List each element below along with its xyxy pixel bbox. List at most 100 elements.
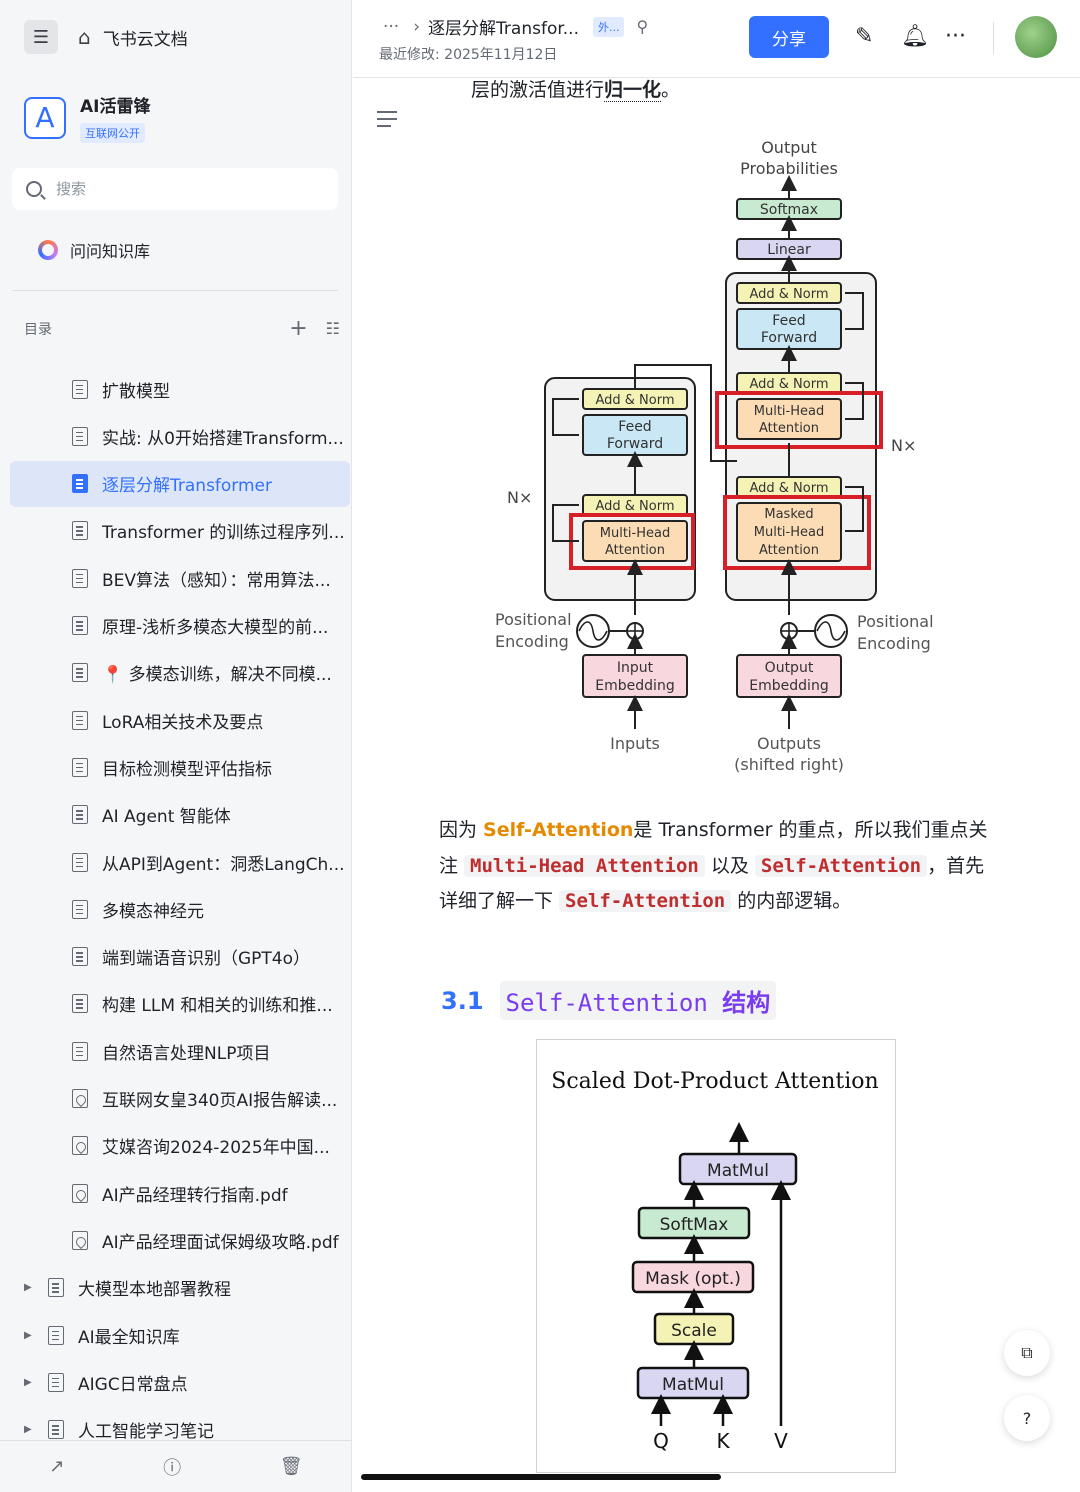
encoder-mha-line2: Attention (605, 543, 665, 558)
collapse-sidebar-icon[interactable]: ☰ (24, 20, 58, 54)
home-icon[interactable]: ⌂ (78, 25, 91, 49)
encoder-addnorm-1-label: Add & Norm (595, 499, 674, 514)
masked-line3: Attention (759, 543, 819, 558)
doc-file-icon (72, 474, 88, 494)
space-badge: 互联网公开 (80, 123, 145, 143)
sidebar-item[interactable]: 互联网女皇340页AI报告解读... (10, 1076, 350, 1122)
outputs-line1: Outputs (757, 734, 821, 753)
pin-icon[interactable]: ⚲ (636, 17, 649, 36)
decoder-mha (736, 398, 842, 440)
sidebar-item[interactable]: AI Agent 智能体 (10, 792, 350, 838)
sidebar-item[interactable]: 端到端语音识别（GPT4o） (10, 934, 350, 980)
sidebar-item[interactable]: 逐层分解Transformer (10, 460, 350, 507)
help-icon[interactable]: ? (1004, 1395, 1050, 1441)
sidebar-divider (12, 290, 338, 291)
doc-file-icon (72, 899, 88, 919)
encoder-ff-line1: Feed (618, 419, 651, 435)
space-logo: A (24, 96, 66, 139)
share-button[interactable]: 分享 (749, 16, 829, 58)
breadcrumb-more[interactable]: ··· (383, 16, 400, 37)
sidebar-item[interactable]: 📍 多模态训练，解决不同模... (10, 650, 350, 696)
edit-icon[interactable]: ✎ (855, 24, 874, 49)
space-header[interactable]: A AI活雷锋 互联网公开 (24, 92, 150, 143)
encoder-posenc-line2: Encoding (495, 632, 569, 651)
info-icon[interactable]: ⓘ (163, 1457, 182, 1479)
sdpa-scale-label: Scale (671, 1321, 717, 1341)
external-badge[interactable]: 外... (592, 16, 625, 37)
knowledge-base-button[interactable]: 问问知识库 (26, 238, 150, 262)
outline-icon[interactable] (377, 111, 397, 127)
sdpa-matmul-bottom-label: MatMul (662, 1375, 724, 1395)
add-icon[interactable]: + (289, 316, 308, 341)
bell-icon[interactable]: 🔔︎ (901, 24, 929, 49)
inputs-label: Inputs (610, 734, 660, 753)
list-view-icon[interactable]: ☷ (325, 319, 340, 338)
doc-content: 层的激活值进行归一化。 Output Probabilities Softmax… (353, 79, 1080, 1492)
sidebar-folder[interactable]: ▶人工智能学习笔记 (10, 1407, 350, 1453)
search-icon (26, 181, 42, 197)
decoder-ff-line2: Forward (761, 330, 817, 346)
sidebar-folder[interactable]: ▶大模型本地部署教程 (10, 1265, 350, 1311)
search-input[interactable] (56, 180, 296, 198)
sidebar-item-label: 端到端语音识别（GPT4o） (102, 949, 311, 970)
trash-icon[interactable]: 🗑 (279, 1456, 303, 1477)
sidebar-item-label: 从API到Agent：洞悉LangCh... (102, 854, 345, 875)
term-normalization[interactable]: 归一化 (604, 79, 662, 102)
doc-file-icon (48, 1372, 64, 1392)
sidebar-item[interactable]: 目标检测模型评估指标 (10, 744, 350, 790)
sidebar-item[interactable]: BEV算法（感知）：常用算法... (10, 555, 350, 601)
sidebar-item[interactable]: Transformer 的训练过程序列... (10, 508, 350, 554)
encoder-posenc-line1: Positional (495, 610, 572, 629)
sidebar-item-label: BEV算法（感知）：常用算法... (102, 570, 331, 591)
copy-link-icon[interactable]: ⧉ (1004, 1330, 1050, 1376)
doc-title[interactable]: 逐层分解Transfor... (428, 19, 579, 39)
main-area: ··· › 逐层分解Transfor... 外... ⚲ 最近修改: 2025年… (353, 0, 1080, 1492)
sdpa-k-label: K (716, 1429, 730, 1453)
expand-caret-icon[interactable]: ▶ (24, 1329, 32, 1341)
sidebar: ☰ ⌂ 飞书云文档 A AI活雷锋 互联网公开 问问知识库 目录 + ☷ 扩散模… (0, 0, 352, 1492)
header-divider (993, 22, 994, 54)
sidebar-item[interactable]: AI产品经理面试保姆级攻略.pdf (10, 1217, 350, 1263)
sidebar-item[interactable]: 扩散模型 (10, 366, 350, 412)
sdpa-q-label: Q (653, 1429, 669, 1453)
code-multi-head-attention: Multi-Head Attention (464, 854, 705, 877)
avatar[interactable] (1015, 16, 1057, 58)
encoder-ff-line2: Forward (607, 436, 663, 452)
more-icon[interactable]: ··· (945, 24, 966, 49)
sidebar-item[interactable]: 多模态神经元 (10, 886, 350, 932)
section-number: 3.1 (441, 986, 484, 1015)
search-box[interactable] (12, 168, 338, 210)
sdpa-matmul-top-label: MatMul (707, 1161, 769, 1181)
doc-file-icon (72, 568, 88, 588)
sidebar-item-label: 原理-浅析多模态大模型的前... (102, 618, 329, 638)
expand-caret-icon[interactable]: ▶ (24, 1376, 32, 1388)
softmax-label: Softmax (760, 202, 818, 218)
sidebar-item-label: 构建 LLM 和相关的训练和推... (102, 996, 333, 1017)
decoder-mha-line1: Multi-Head (754, 404, 824, 419)
expand-caret-icon[interactable]: ▶ (24, 1282, 32, 1294)
sidebar-item[interactable]: LoRA相关技术及要点 (10, 697, 350, 743)
decoder-addnorm-3 (736, 282, 842, 304)
brand-label[interactable]: 飞书云文档 (102, 29, 188, 50)
share-arrow-icon[interactable]: ↗ (49, 1456, 65, 1477)
sidebar-item[interactable]: 原理-浅析多模态大模型的前... (10, 603, 350, 649)
expand-caret-icon[interactable]: ▶ (24, 1424, 32, 1436)
sidebar-item[interactable]: 构建 LLM 和相关的训练和推... (10, 981, 350, 1027)
sidebar-item-label: AI Agent 智能体 (102, 807, 231, 828)
sidebar-item[interactable]: 艾媒咨询2024-2025年中国... (10, 1123, 350, 1169)
sidebar-item[interactable]: 从API到Agent：洞悉LangCh... (10, 839, 350, 885)
output-probs-line1: Output (761, 138, 817, 157)
sidebar-folder[interactable]: ▶AIGC日常盘点 (10, 1359, 350, 1405)
highlight-box-masked-mha (723, 495, 871, 570)
home-indicator (361, 1474, 721, 1480)
doc-file-icon (72, 663, 88, 683)
sidebar-item[interactable]: AI产品经理转行指南.pdf (10, 1170, 350, 1216)
decoder-posenc-line1: Positional (857, 612, 934, 631)
sidebar-item-label: 实战: 从0开始搭建Transform... (102, 428, 344, 449)
sidebar-item[interactable]: 实战: 从0开始搭建Transform... (10, 413, 350, 459)
sidebar-folder[interactable]: ▶AI最全知识库 (10, 1312, 350, 1358)
sidebar-item-label: 📍 多模态训练，解决不同模... (102, 665, 332, 686)
decoder-ff-line1: Feed (772, 313, 805, 329)
sidebar-item[interactable]: 自然语言处理NLP项目 (10, 1028, 350, 1074)
